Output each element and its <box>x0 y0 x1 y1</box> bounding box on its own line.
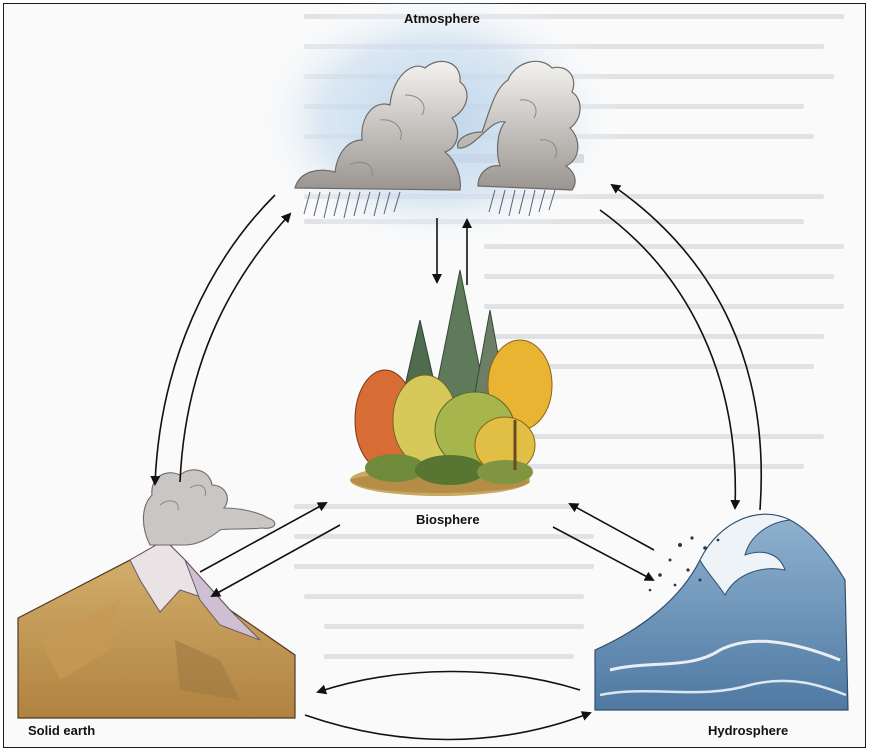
arrow-atmosphere-to-hydrosphere <box>600 210 735 508</box>
hydrosphere-label: Hydrosphere <box>708 723 788 738</box>
arrow-atmosphere-to-solid-earth <box>155 195 275 484</box>
biosphere-label: Biosphere <box>416 512 480 527</box>
volcano-plume <box>143 470 274 545</box>
arrow-hydrosphere-to-solid-earth <box>318 671 580 692</box>
arrow-hydrosphere-to-atmosphere <box>612 185 761 510</box>
arrow-solid-earth-to-hydrosphere <box>305 713 590 740</box>
hydrosphere-illustration <box>595 514 848 710</box>
arrow-solid-earth-to-atmosphere <box>180 214 290 482</box>
solid-earth-label: Solid earth <box>28 723 95 738</box>
arrow-biosphere-to-solid-earth <box>212 525 340 596</box>
arrow-biosphere-to-hydrosphere <box>553 527 653 580</box>
biosphere-illustration <box>350 270 552 496</box>
atmosphere-illustration <box>245 0 625 255</box>
atmosphere-label: Atmosphere <box>404 11 480 26</box>
solid-earth-illustration <box>18 470 295 718</box>
